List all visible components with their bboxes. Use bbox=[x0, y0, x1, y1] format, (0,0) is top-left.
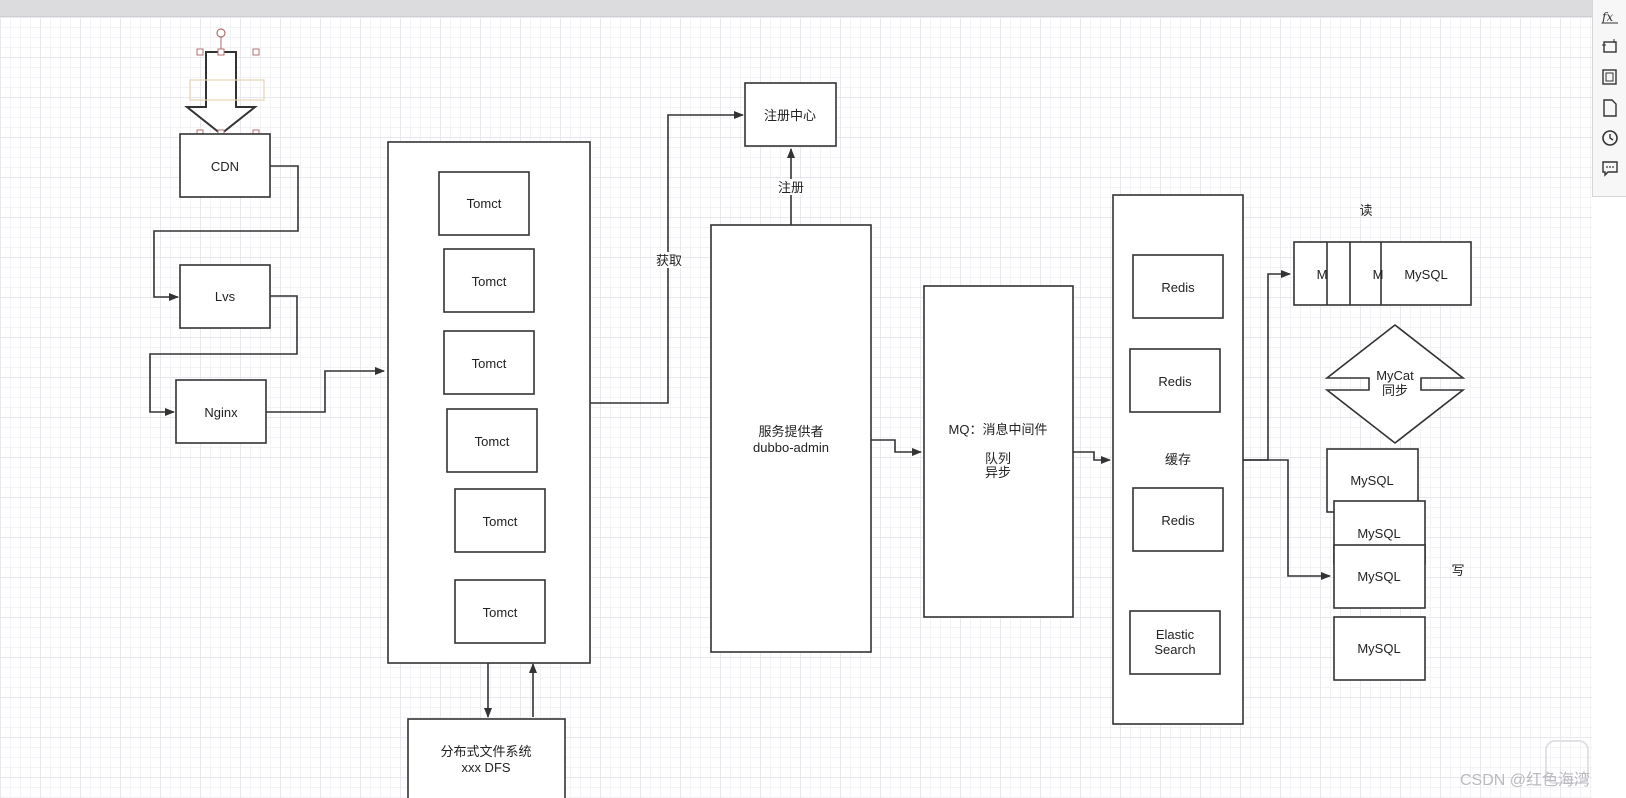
mysql-read-label: M bbox=[1373, 267, 1384, 282]
edge-cache-read bbox=[1242, 270, 1291, 461]
right-toolbar: fx bbox=[1592, 0, 1626, 197]
edge-nginx-tomcat bbox=[266, 367, 385, 413]
pages-icon[interactable] bbox=[1600, 67, 1620, 87]
redis-node[interactable]: Redis bbox=[1132, 254, 1224, 319]
elasticsearch-label-line2: Search bbox=[1154, 642, 1195, 657]
edge-lvs-nginx bbox=[149, 295, 298, 416]
elasticsearch-label-line1: Elastic bbox=[1156, 627, 1195, 642]
function-icon[interactable]: fx bbox=[1600, 6, 1620, 26]
blank-page-icon[interactable] bbox=[1600, 98, 1620, 118]
top-bar bbox=[0, 0, 1592, 17]
cdn-label: CDN bbox=[211, 159, 239, 174]
video-play-icon[interactable] bbox=[1545, 740, 1589, 784]
architecture-diagram: 获取 注册 读 写 CDN Lvs Nginx Tomct Tomct Tomc… bbox=[149, 28, 1472, 798]
tomcat-label: Tomct bbox=[475, 434, 510, 449]
provider-node[interactable]: 服务提供者 dubbo-admin bbox=[710, 224, 872, 653]
edge-mq-cache bbox=[1073, 451, 1111, 464]
lvs-node[interactable]: Lvs bbox=[179, 264, 271, 329]
mysql-read-stack[interactable]: M M MySQL bbox=[1293, 241, 1472, 306]
tomcat-label: Tomct bbox=[472, 356, 507, 371]
tomcat-label: Tomct bbox=[483, 514, 518, 529]
cache-label: 缓存 bbox=[1165, 452, 1191, 467]
mq-label-line3: 异步 bbox=[985, 465, 1011, 480]
mysql-write-node[interactable]: MySQL bbox=[1333, 544, 1426, 609]
tomcat-label: Tomct bbox=[472, 274, 507, 289]
mysql-write-label: MySQL bbox=[1357, 526, 1400, 541]
provider-label-line1: 服务提供者 bbox=[758, 424, 823, 439]
mysql-write-label: MySQL bbox=[1350, 473, 1393, 488]
edge-label-register: 注册 bbox=[778, 180, 804, 195]
mysql-write-node[interactable]: MySQL bbox=[1333, 616, 1426, 681]
provider-label-line2: dubbo-admin bbox=[753, 440, 829, 455]
tomcat-node[interactable]: Tomct bbox=[454, 488, 546, 553]
edge-cache-write bbox=[1242, 459, 1331, 580]
tomcat-node[interactable]: Tomct bbox=[443, 248, 535, 313]
mycat-label-line2: 同步 bbox=[1382, 383, 1408, 398]
mysql-write-label: MySQL bbox=[1357, 569, 1400, 584]
redis-label: Redis bbox=[1161, 280, 1195, 295]
mq-node[interactable]: MQ：消息中间件 队列 异步 bbox=[923, 285, 1074, 618]
mq-label-line1: MQ：消息中间件 bbox=[949, 422, 1048, 437]
redis-label: Redis bbox=[1158, 374, 1192, 389]
redis-label: Redis bbox=[1161, 513, 1195, 528]
redis-node[interactable]: Redis bbox=[1132, 487, 1224, 552]
comment-icon[interactable] bbox=[1600, 158, 1620, 178]
svg-text:fx: fx bbox=[1601, 10, 1613, 24]
resize-handle[interactable] bbox=[217, 48, 225, 56]
edge-cdn-lvs bbox=[153, 165, 299, 301]
resize-handle[interactable] bbox=[252, 48, 260, 56]
registry-label: 注册中心 bbox=[764, 108, 816, 123]
lvs-label: Lvs bbox=[215, 289, 236, 304]
registry-node[interactable]: 注册中心 bbox=[744, 82, 837, 147]
rotate-handle[interactable] bbox=[216, 28, 226, 38]
tomcat-label: Tomct bbox=[467, 196, 502, 211]
dfs-node[interactable]: 分布式文件系统 xxx DFS bbox=[407, 718, 566, 798]
mysql-read-label: M bbox=[1317, 267, 1328, 282]
dfs-label-line1: 分布式文件系统 bbox=[440, 744, 531, 759]
watermark: CSDN @红色海湾 bbox=[1459, 772, 1590, 789]
redis-node[interactable]: Redis bbox=[1129, 348, 1221, 413]
edge-label-fetch: 获取 bbox=[656, 253, 682, 268]
tomcat-label: Tomct bbox=[483, 605, 518, 620]
cdn-node[interactable]: CDN bbox=[179, 133, 271, 198]
dfs-label-line2: xxx DFS bbox=[461, 760, 510, 775]
crop-icon[interactable] bbox=[1600, 37, 1620, 57]
label-write: 写 bbox=[1451, 563, 1464, 578]
history-icon[interactable] bbox=[1600, 128, 1620, 148]
nginx-node[interactable]: Nginx bbox=[175, 379, 267, 444]
resize-handle[interactable] bbox=[196, 48, 204, 56]
mycat-node[interactable]: MyCat 同步 bbox=[1324, 323, 1466, 445]
tomcat-node[interactable]: Tomct bbox=[454, 579, 546, 644]
tomcat-node[interactable]: Tomct bbox=[443, 330, 535, 395]
mycat-label-line1: MyCat bbox=[1376, 368, 1414, 383]
mq-label-line2: 队列 bbox=[985, 451, 1011, 466]
tomcat-node[interactable]: Tomct bbox=[446, 408, 538, 473]
label-read: 读 bbox=[1359, 203, 1372, 218]
edge-provider-mq bbox=[870, 439, 922, 456]
selected-down-arrow-shape[interactable] bbox=[184, 28, 265, 137]
mysql-read-label: MySQL bbox=[1404, 267, 1447, 282]
connectors bbox=[149, 111, 1331, 718]
mysql-write-label: MySQL bbox=[1357, 641, 1400, 656]
tomcat-node[interactable]: Tomct bbox=[438, 171, 530, 236]
elasticsearch-node[interactable]: Elastic Search bbox=[1129, 610, 1221, 675]
nginx-label: Nginx bbox=[204, 405, 238, 420]
